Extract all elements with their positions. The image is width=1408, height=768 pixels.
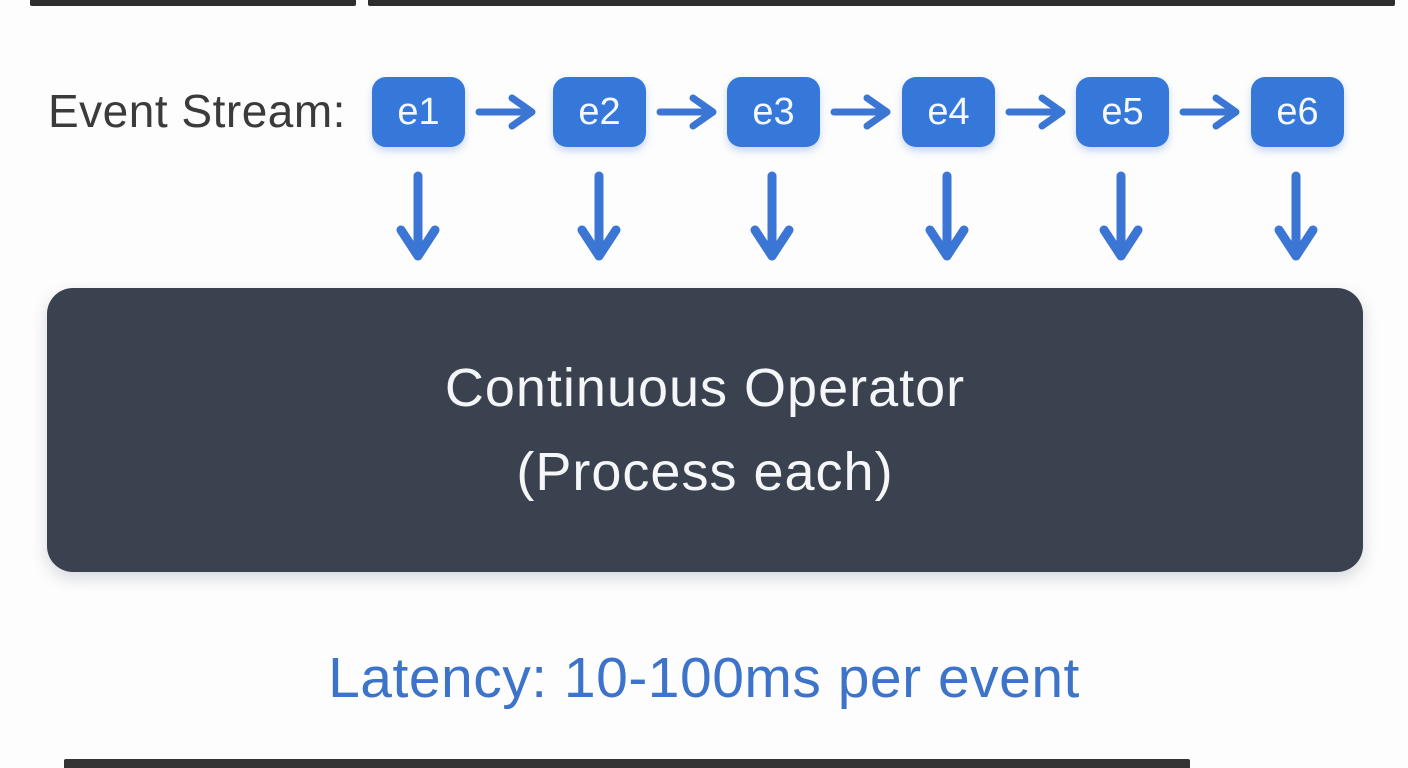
event-node-e4: e4 [902,77,995,147]
top-edge-strip-right [368,0,1395,6]
top-edge-strip-left [30,0,356,6]
continuous-operator-box: Continuous Operator (Process each) [47,288,1363,572]
right-arrow-icon [1179,94,1240,130]
event-node-label: e5 [1101,90,1144,133]
right-arrow-icon [1005,94,1066,130]
operator-subtitle: (Process each) [516,442,894,502]
down-arrow-icon [1099,171,1143,261]
event-node-e2: e2 [553,77,646,147]
operator-title: Continuous Operator [444,358,966,418]
down-arrow-icon [750,171,794,261]
event-node-e3: e3 [727,77,820,147]
bottom-edge-strip [64,759,1190,768]
event-node-label: e4 [927,90,970,133]
event-node-e6: e6 [1251,77,1344,147]
event-node-e1: e1 [372,77,465,147]
event-node-label: e1 [397,90,440,133]
right-arrow-icon [830,94,891,130]
event-node-label: e6 [1276,90,1319,133]
event-node-label: e2 [578,90,621,133]
latency-caption: Latency: 10-100ms per event [328,646,1080,710]
right-arrow-icon [656,94,717,130]
event-stream-label: Event Stream: [48,85,346,137]
event-node-e5: e5 [1076,77,1169,147]
down-arrow-icon [577,171,621,261]
down-arrow-icon [925,171,969,261]
event-node-label: e3 [752,90,795,133]
right-arrow-icon [475,94,536,130]
down-arrow-icon [1274,171,1318,261]
down-arrow-icon [396,171,440,261]
